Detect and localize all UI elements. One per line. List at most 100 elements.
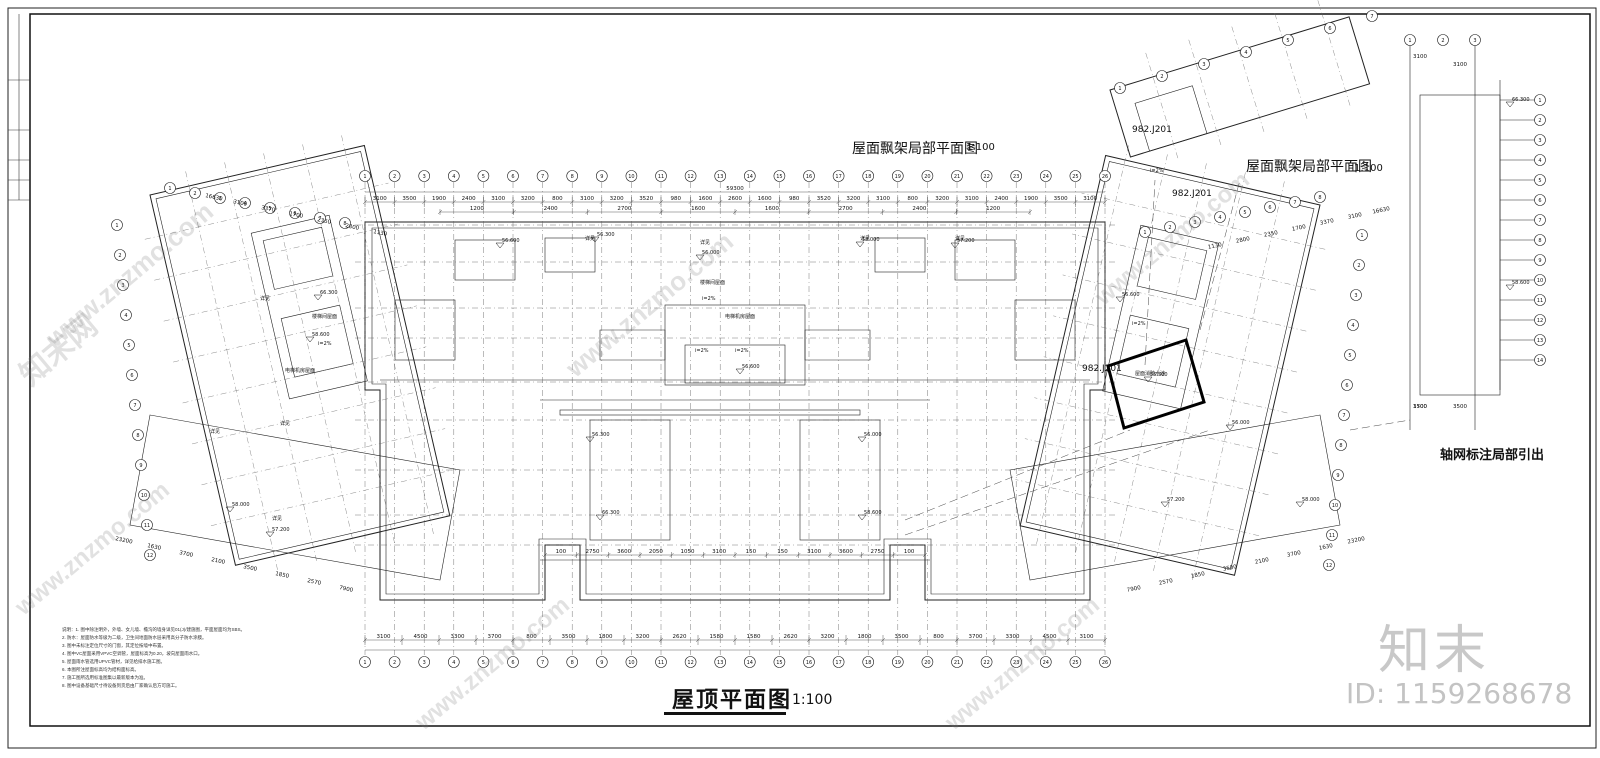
axis-label: 25 <box>1072 660 1078 666</box>
axis-label: 7 <box>133 403 136 409</box>
axis-circle <box>129 399 141 411</box>
axis-label: 24 <box>1043 660 1049 666</box>
dimension-text: 2600 <box>728 196 742 202</box>
dimension-text: 楼梯间屋面 <box>312 313 337 320</box>
axis-circle <box>1240 46 1252 58</box>
dimension-text: 57.200 <box>1167 497 1185 503</box>
axis-label: 4 <box>243 201 246 207</box>
axis-label: 3 <box>1193 220 1196 226</box>
dimension-text: 4500 <box>1043 634 1057 640</box>
axis-bubble: 9 <box>595 656 608 668</box>
axis-bubble: 8 <box>566 656 579 668</box>
grid-axis <box>144 182 389 240</box>
axis-bubble: 18 <box>862 656 875 668</box>
axis-label: 4 <box>1538 158 1541 164</box>
dimension-text: 1850 <box>1190 571 1205 580</box>
axis-label: 4 <box>1218 215 1221 221</box>
elevation-mark <box>857 436 867 443</box>
axis-circle <box>1264 201 1276 213</box>
axis-bubble: 1 <box>164 182 176 194</box>
axis-label: 4 <box>1244 50 1247 56</box>
dimension-text: 1130 <box>373 229 388 238</box>
axis-label: 18 <box>865 174 871 180</box>
axis-label: 13 <box>717 660 723 666</box>
axis-bubble: 2 <box>388 170 401 182</box>
axis-label: 18 <box>865 660 871 666</box>
axis-circle <box>1332 469 1344 481</box>
dimension-text: i=2% <box>1150 168 1164 174</box>
dimension-text: 56.600 <box>742 364 760 370</box>
axis-label: 1 <box>1360 233 1363 239</box>
axis-circle <box>891 656 904 668</box>
axis-circle <box>1010 656 1023 668</box>
grid-axis <box>1153 172 1246 572</box>
dimension-text: 1630 <box>1318 543 1333 552</box>
axis-bubble: 1 <box>1404 34 1416 46</box>
dimension-text: 3600 <box>617 549 631 555</box>
axis-label: 1 <box>168 186 171 192</box>
axis-label: 7 <box>541 174 544 180</box>
dimension-text: 100 <box>556 549 567 555</box>
dimension-text: 66.300 <box>602 510 620 516</box>
dimension-text: 4500 <box>414 634 428 640</box>
axis-bubble: 23 <box>1010 170 1023 182</box>
axis-circle <box>135 459 147 471</box>
roof-room <box>544 237 596 273</box>
elevation-mark <box>695 254 705 261</box>
axis-bubble: 6 <box>1341 379 1353 391</box>
axis-label: 8 <box>343 221 346 227</box>
axis-bubble: 10 <box>1329 499 1341 511</box>
axis-bubble: 2 <box>1437 34 1449 46</box>
dimension-text: 3300 <box>1006 634 1020 640</box>
axis-bubble: 5 <box>1344 349 1356 361</box>
elevation-mark <box>1295 501 1305 508</box>
grid-axis <box>263 153 356 553</box>
axis-label: 3 <box>1202 62 1205 68</box>
axis-bubble: 3 <box>214 192 226 204</box>
axis-label: 5 <box>482 174 485 180</box>
axis-label: 16 <box>806 660 812 666</box>
axis-bubble: 20 <box>921 656 934 668</box>
grid-axis <box>1062 274 1307 332</box>
dimension-text: i=2% <box>735 348 749 354</box>
wing-block <box>1015 145 1326 581</box>
dimension-text: 1700 <box>1291 224 1306 233</box>
elevator-core <box>684 344 786 384</box>
axis-circle <box>1534 174 1546 186</box>
axis-circle <box>1335 439 1347 451</box>
elevation-mark <box>1505 101 1515 108</box>
axis-label: 9 <box>600 660 603 666</box>
dimension-text: 3200 <box>821 634 835 640</box>
dimension-text: 3700 <box>969 634 983 640</box>
axis-circle <box>1344 349 1356 361</box>
axis-label: 9 <box>1336 473 1339 479</box>
grid-axis <box>1024 438 1269 496</box>
axis-circle <box>132 429 144 441</box>
dimension-text: 2750 <box>586 549 600 555</box>
elevation-mark <box>857 514 867 521</box>
axis-label: 1 <box>1408 38 1411 44</box>
axis-label: 10 <box>628 660 634 666</box>
axis-circle <box>1164 221 1176 233</box>
note-line: 5. 屋面雨水管选用UPVC管材，详见给排水施工图。 <box>62 659 166 664</box>
axis-bubble: 3 <box>418 656 431 668</box>
axis-label: 6 <box>293 211 296 217</box>
axis-bubble: 7 <box>129 399 141 411</box>
axis-bubble: 24 <box>1040 170 1052 182</box>
axis-bubble: 16 <box>803 656 815 668</box>
dimension-text: 3600 <box>839 549 853 555</box>
axis-bubble: 10 <box>625 170 638 182</box>
wing-outline <box>149 144 451 566</box>
axis-label: 19 <box>895 174 901 180</box>
axis-circle <box>1534 194 1546 206</box>
dimension-text: 57.200 <box>957 238 975 244</box>
axis-circle <box>239 197 251 209</box>
dimension-text: 2350 <box>1263 230 1278 239</box>
axis-label: 25 <box>1072 174 1078 180</box>
dimension-text: 2400 <box>994 196 1008 202</box>
axis-circle <box>359 656 371 668</box>
dimension-text: 1050 <box>681 549 695 555</box>
axis-bubble: 7 <box>1289 196 1301 208</box>
elevation-mark <box>590 236 600 243</box>
